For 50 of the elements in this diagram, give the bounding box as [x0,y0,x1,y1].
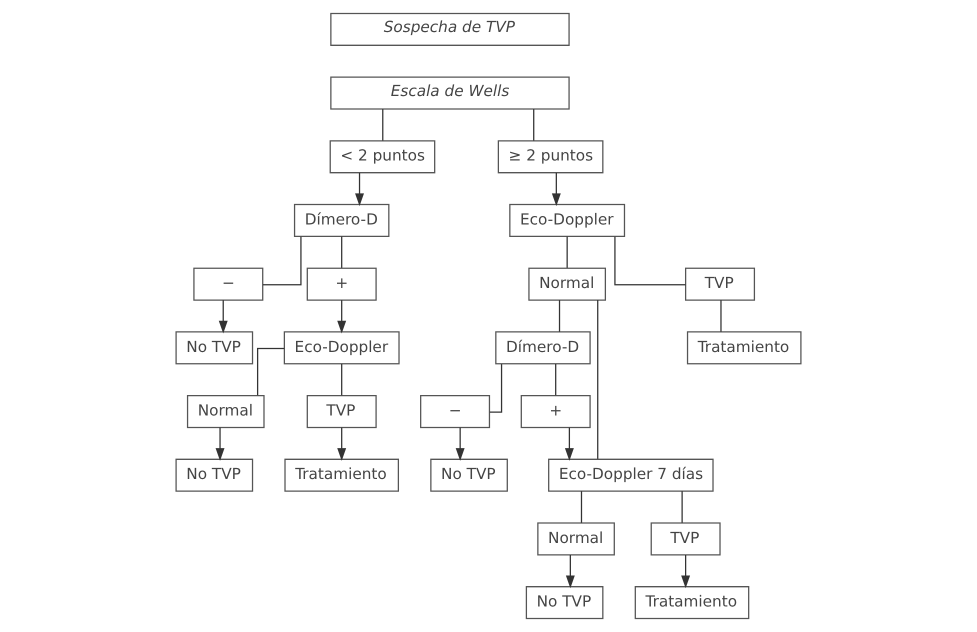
arrow [681,555,690,588]
arrow [566,555,575,588]
node-box: Dímero-D [294,204,390,238]
connector [681,491,683,523]
node-box: Eco-Doppler [284,331,400,364]
node-box: − [420,394,490,428]
node-box: No TVP [430,458,508,492]
node-box: TVP [684,268,756,301]
node-box: Normal [537,522,615,556]
node-box: No TVP [175,331,254,364]
connector [580,491,582,523]
connector [558,300,560,332]
arrow [216,428,224,461]
node-box: Sospecha de TVP [330,12,570,46]
connector [341,236,342,268]
arrow [218,300,228,334]
node-box: < 2 puntos [330,140,436,174]
node-box: TVP [650,522,721,556]
node-box: No TVP [526,586,604,620]
connector [614,236,686,286]
node-box: Eco-Doppler 7 días [548,458,714,492]
connector [341,364,342,396]
connector [382,109,384,140]
node-box: TVP [306,394,377,428]
arrow [337,428,346,461]
node-box: + [520,394,591,428]
node-box: Tratamiento [686,331,802,364]
node-box: Tratamiento [634,586,750,620]
connector [720,300,722,332]
node-box: Escala de Wells [330,76,570,110]
node-box: − [193,268,264,301]
connector [256,348,284,396]
node-box: ≥ 2 puntos [498,140,604,174]
node-box: No TVP [175,458,254,492]
arrow [355,172,364,206]
connector [262,236,302,286]
connector [555,364,556,396]
connector [566,236,568,268]
node-box: Tratamiento [284,458,400,492]
node-box: Normal [528,268,606,301]
arrow [456,428,465,461]
arrow [552,172,561,206]
node-box: + [306,268,377,301]
node-box: Dímero-D [495,331,591,364]
arrow [564,428,574,461]
node-box: Normal [186,394,265,428]
connector [597,300,598,459]
node-box: Eco-Doppler [509,204,626,238]
arrow [337,300,346,334]
connector [533,109,534,140]
